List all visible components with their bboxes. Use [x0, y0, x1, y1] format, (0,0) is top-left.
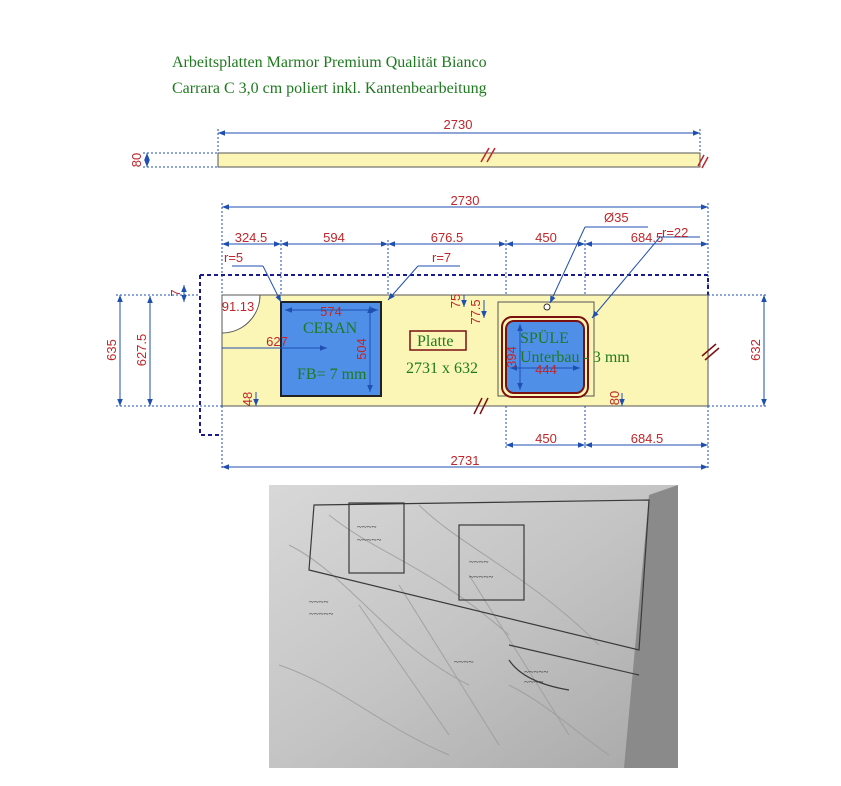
sink-mount-label: Unterbau - 3 mm	[520, 349, 630, 366]
segment-label-2: 594	[323, 230, 345, 245]
sink-name: SPÜLE	[520, 329, 569, 347]
title-line-2: Carrara C 3,0 cm poliert inkl. Kantenbea…	[172, 80, 487, 97]
cooktop-height-label: 504	[354, 338, 369, 360]
cooktop-width-label: 574	[320, 304, 342, 319]
break-mark-icon	[480, 147, 709, 169]
sink-offset-top-b: 77.5	[468, 299, 483, 324]
svg-text:~~~~~: ~~~~~	[524, 667, 548, 677]
marble-slab-photo-icon: ~~~~ ~~~~~ ~~~~ ~~~~~ ~~~~ ~~~~~ ~~~~ ~~…	[269, 485, 678, 768]
depth-left-inner-label: 627.5	[134, 334, 149, 367]
sink-radius-label: r=22	[662, 225, 688, 240]
hole-diameter-label: Ø35	[604, 210, 629, 225]
sink-cutout	[505, 320, 585, 394]
segment-label-5: 684.5	[631, 230, 664, 245]
bottom-segment-label-2: 684.5	[631, 431, 664, 446]
outer-outline-top	[200, 274, 709, 295]
svg-text:~~~~: ~~~~	[524, 677, 544, 687]
cooktop-offset-label: 627	[266, 334, 288, 349]
overall-bottom-label: 2731	[451, 453, 480, 468]
offset-bottom-label: 48	[240, 392, 255, 406]
svg-text:~~~~: ~~~~	[469, 557, 489, 567]
side-length-label: 2730	[444, 117, 473, 132]
sink-offset-top-a: 75	[448, 294, 463, 308]
depth-left-outer-label: 635	[104, 339, 119, 361]
top-view: 2730 324.5 594 676.5 450 684.5 91.13 574	[104, 193, 768, 470]
outer-outline-left	[199, 275, 222, 436]
plate-radius-label: r=7	[432, 250, 451, 265]
segment-label-1: 324.5	[235, 230, 268, 245]
svg-text:~~~~: ~~~~	[309, 597, 329, 607]
sink-offset-bottom: 80	[607, 391, 622, 405]
plate-label: Platte	[417, 333, 453, 350]
segment-label-3: 676.5	[431, 230, 464, 245]
tap-hole-icon	[543, 303, 551, 311]
svg-text:~~~~~: ~~~~~	[309, 609, 333, 619]
offset-top-label: 7	[168, 289, 183, 296]
corner-radius-cutout	[221, 294, 261, 334]
sink-height-label: 394	[504, 346, 519, 368]
cooktop-fb-label: FB= 7 mm	[297, 366, 367, 383]
bottom-segment-label-1: 450	[535, 431, 557, 446]
overall-top-label: 2730	[451, 193, 480, 208]
plate-label-box	[409, 330, 467, 351]
side-view: 2730 80	[129, 117, 709, 169]
svg-text:~~~~~: ~~~~~	[469, 572, 493, 582]
plate-break-mark-icon	[473, 343, 720, 415]
svg-text:~~~~~: ~~~~~	[357, 535, 381, 545]
title-line-1: Arbeitsplatten Marmor Premium Qualität B…	[172, 54, 487, 71]
depth-right-label: 632	[748, 339, 763, 361]
cooktop-radius-label: r=5	[224, 250, 243, 265]
marble-slab-photo: ~~~~ ~~~~~ ~~~~ ~~~~~ ~~~~ ~~~~~ ~~~~ ~~…	[269, 485, 678, 768]
sink-width-label: 444	[535, 362, 557, 377]
cooktop-name: CERAN	[303, 320, 358, 337]
plate-size-label: 2731 x 632	[406, 360, 478, 377]
side-thickness-label: 80	[129, 153, 144, 167]
segment-label-4: 450	[535, 230, 557, 245]
corner-radius-label: 91.13	[222, 299, 255, 314]
drawing-title: Arbeitsplatten Marmor Premium Qualität B…	[172, 50, 592, 102]
svg-text:~~~~: ~~~~	[454, 657, 474, 667]
svg-text:~~~~: ~~~~	[357, 522, 377, 532]
side-view-slab	[217, 152, 701, 168]
cooktop-cutout	[280, 301, 382, 397]
